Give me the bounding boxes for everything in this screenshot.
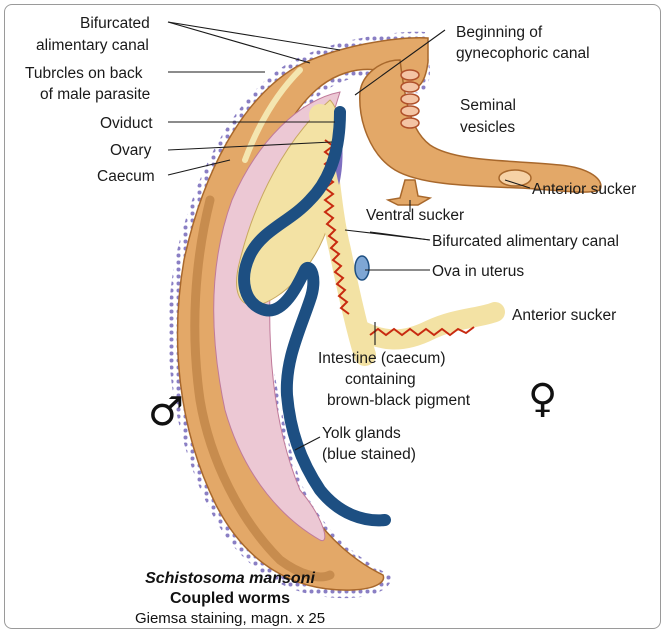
label-intestine-2: containing	[345, 371, 416, 388]
female-anterior-tail	[360, 312, 495, 339]
caption-staining: Giemsa staining, magn. x 25	[135, 610, 325, 627]
label-beginning-1: Beginning of	[456, 24, 543, 41]
label-ventral-sucker: Ventral sucker	[366, 207, 464, 224]
caption-species: Schistosoma mansoni	[145, 570, 315, 587]
label-tubercles-1: Tubrcles on back	[25, 65, 143, 82]
label-yolk-2: (blue stained)	[322, 446, 416, 463]
label-seminal-1: Seminal	[460, 97, 516, 114]
label-bifurcated-female: Bifurcated alimentary canal	[432, 233, 619, 250]
label-anterior-sucker-male: Anterior sucker	[532, 181, 636, 198]
label-bifurcated-top-2: alimentary canal	[36, 37, 149, 54]
label-anterior-sucker-female: Anterior sucker	[512, 307, 616, 324]
label-intestine-1: Intestine (caecum)	[318, 350, 446, 367]
label-bifurcated-top-1: Bifurcated	[80, 15, 150, 32]
label-yolk-1: Yolk glands	[322, 425, 401, 442]
label-caecum: Caecum	[97, 168, 155, 185]
label-beginning-2: gynecophoric canal	[456, 45, 590, 62]
female-symbol: ♀	[528, 376, 557, 422]
seminal-vesicles	[401, 70, 419, 128]
label-ova-in-uterus: Ova in uterus	[432, 263, 524, 280]
label-intestine-3: brown-black pigment	[327, 392, 471, 409]
label-seminal-2: vesicles	[460, 119, 515, 136]
ventral-sucker-shape	[388, 180, 430, 205]
caption-title: Coupled worms	[170, 590, 290, 607]
label-tubercles-2: of male parasite	[40, 86, 150, 103]
ova-in-uterus-shape	[355, 256, 369, 280]
male-symbol: ♂	[148, 389, 184, 435]
label-oviduct: Oviduct	[100, 115, 153, 132]
label-ovary: Ovary	[110, 142, 152, 159]
